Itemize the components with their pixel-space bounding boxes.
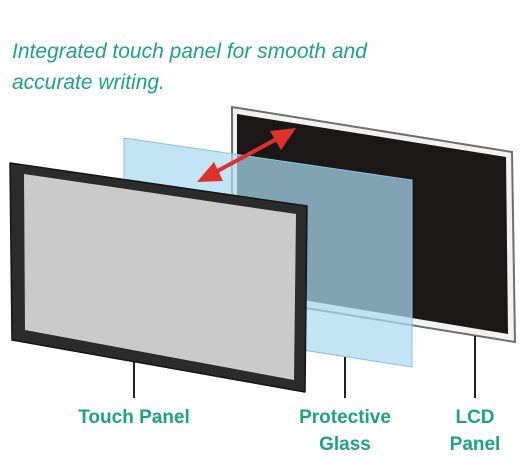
headline-line-1: Integrated touch panel for smooth and bbox=[12, 40, 367, 63]
arrow-head-left bbox=[197, 162, 223, 182]
arrow-head-right bbox=[270, 128, 296, 150]
label-protective-glass: Protective Glass bbox=[290, 404, 400, 458]
gap-arrow bbox=[197, 128, 296, 182]
label-touch-panel: Touch Panel bbox=[63, 404, 205, 431]
headline: Integrated touch panel for smooth and ac… bbox=[12, 36, 472, 98]
label-protective-glass-line-2: Glass bbox=[319, 434, 371, 455]
touch-panel bbox=[9, 162, 308, 393]
label-lcd-panel-line-1: LCD bbox=[455, 407, 495, 428]
label-protective-glass-line-1: Protective bbox=[299, 407, 391, 428]
headline-line-2: accurate writing. bbox=[12, 71, 165, 94]
touch-panel-screen bbox=[24, 174, 296, 380]
gap-arrow-shaft bbox=[209, 132, 287, 177]
label-lcd-panel: LCD Panel bbox=[435, 404, 515, 458]
label-lcd-panel-line-2: Panel bbox=[449, 434, 501, 455]
label-touch-panel-text: Touch Panel bbox=[78, 407, 190, 428]
